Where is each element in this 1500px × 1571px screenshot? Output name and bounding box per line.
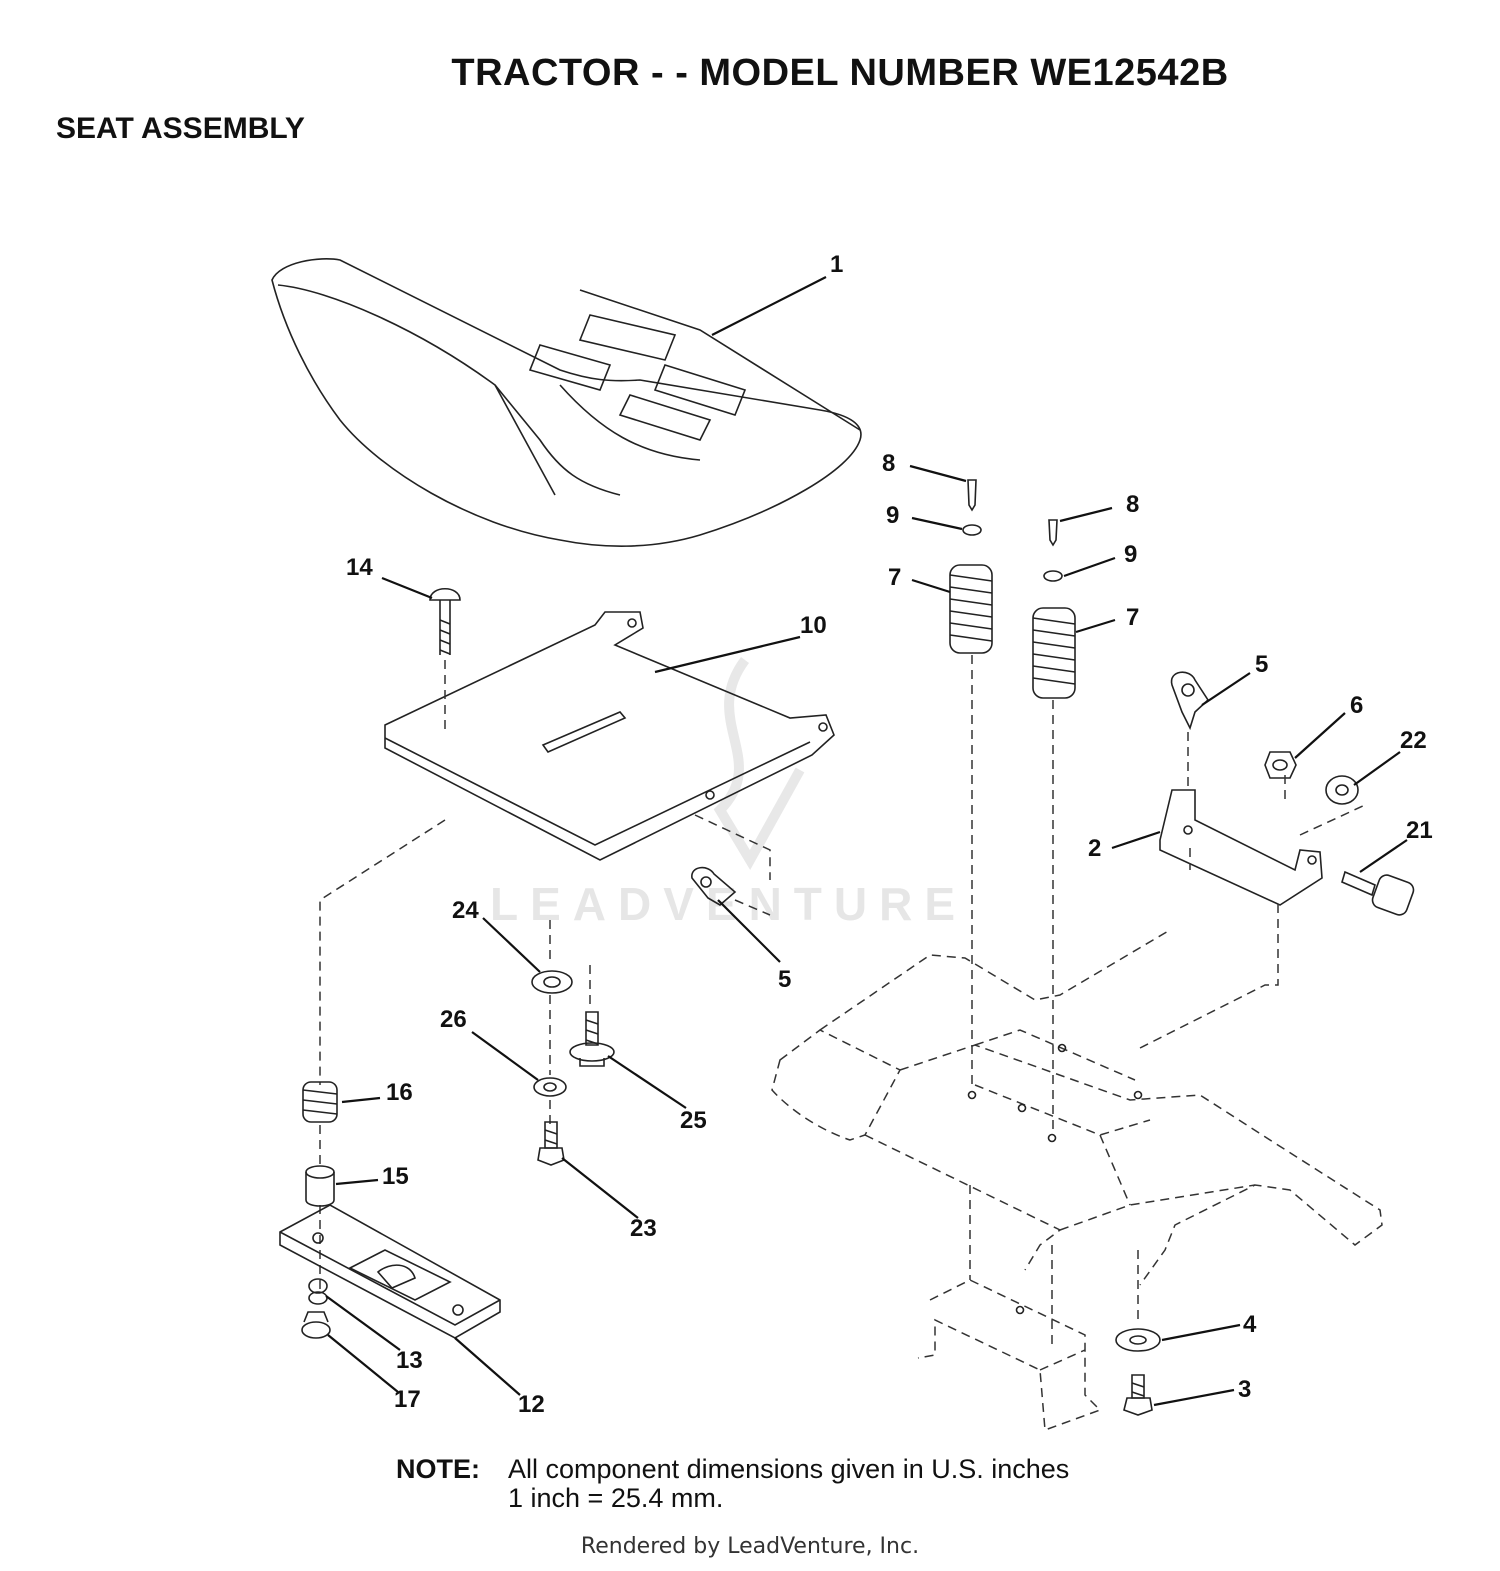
spring-right-drawing <box>1032 519 1076 699</box>
seat-pan-drawing <box>384 611 835 861</box>
clip-upper-drawing <box>1170 671 1210 731</box>
hex-bolt-drawing <box>1341 870 1415 916</box>
bolt-25-drawing <box>569 1011 615 1067</box>
callout-25: 25 <box>680 1107 707 1134</box>
callout-4: 4 <box>1243 1311 1257 1338</box>
callout-9-left: 9 <box>886 502 899 529</box>
callout-16: 16 <box>386 1079 413 1106</box>
washer-24-drawing <box>531 970 573 994</box>
callout-26: 26 <box>440 1006 467 1033</box>
note-line-1: All component dimensions given in U.S. i… <box>508 1454 1070 1484</box>
assembly-lines <box>319 655 1366 1320</box>
bolt-23-drawing <box>537 1121 565 1166</box>
callout-22: 22 <box>1400 727 1427 754</box>
nut-drawing <box>1264 751 1297 779</box>
spring-16-drawing <box>302 1081 338 1123</box>
watermark-logo-icon <box>713 657 805 870</box>
callout-13: 13 <box>396 1347 423 1374</box>
callout-17: 17 <box>394 1386 421 1413</box>
spacer-15-drawing <box>305 1165 335 1207</box>
mounting-plate-drawing <box>279 1204 501 1339</box>
callout-8-left: 8 <box>882 450 895 477</box>
carriage-bolt-drawing <box>429 587 461 655</box>
note-line-2: 1 inch = 25.4 mm. <box>508 1483 724 1513</box>
callout-7-right: 7 <box>1126 604 1139 631</box>
washer-26-drawing <box>533 1077 567 1097</box>
washer-4-drawing <box>1115 1328 1161 1352</box>
page-title: TRACTOR - - MODEL NUMBER WE12542B <box>451 52 1229 94</box>
frame-dashed-drawing <box>771 900 1383 1432</box>
leader-lines <box>325 276 1408 1407</box>
callout-8-right: 8 <box>1126 491 1139 518</box>
spring-left-drawing <box>949 479 993 654</box>
footer-credit: Rendered by LeadVenture, Inc. <box>580 1534 920 1559</box>
callout-6: 6 <box>1350 692 1363 719</box>
dimension-note: NOTE: All component dimensions given in U… <box>396 1455 1069 1513</box>
callout-21: 21 <box>1406 817 1433 844</box>
flange-nut-drawing <box>1325 775 1359 805</box>
bolt-3-drawing <box>1123 1374 1153 1416</box>
callout-1: 1 <box>830 251 843 278</box>
callout-12: 12 <box>518 1391 545 1418</box>
note-label: NOTE: <box>396 1454 480 1484</box>
callout-23: 23 <box>630 1215 657 1242</box>
bracket-drawing <box>1159 789 1323 906</box>
callout-labels: 1 10 14 8 9 7 8 9 7 5 6 22 21 2 5 24 26 … <box>346 251 1433 1418</box>
callout-2: 2 <box>1088 835 1101 862</box>
callout-9-right: 9 <box>1124 541 1137 568</box>
callout-14: 14 <box>346 554 373 581</box>
note-text: All component dimensions given in U.S. i… <box>508 1455 1069 1513</box>
nut-13-drawing <box>308 1278 328 1305</box>
callout-7-left: 7 <box>888 564 901 591</box>
seat-drawing <box>271 258 862 547</box>
section-title: SEAT ASSEMBLY <box>56 112 305 145</box>
flange-nut-17-drawing <box>301 1311 331 1339</box>
clip-lower-drawing <box>691 866 737 906</box>
callout-5-lower: 5 <box>778 966 791 993</box>
callout-24: 24 <box>452 897 479 924</box>
callout-10: 10 <box>800 612 827 639</box>
callout-3: 3 <box>1238 1376 1251 1403</box>
callout-15: 15 <box>382 1163 409 1190</box>
callout-5-upper: 5 <box>1255 651 1268 678</box>
